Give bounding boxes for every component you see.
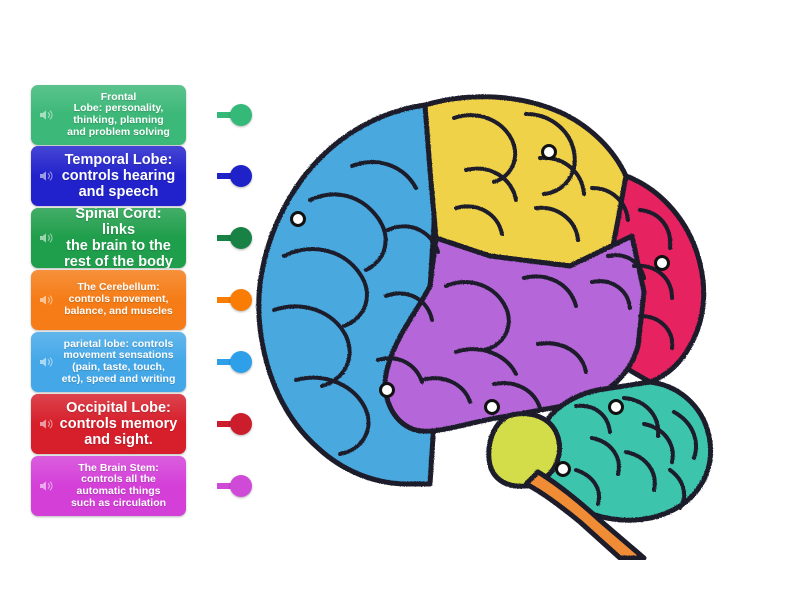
- connector-knob-occipital-lobe[interactable]: [230, 413, 252, 435]
- label-row-temporal-lobe[interactable]: Temporal Lobe: controls hearing and spee…: [31, 146, 252, 206]
- speaker-icon[interactable]: [38, 416, 54, 432]
- label-text-brain-stem: The Brain Stem: controls all the automat…: [70, 461, 167, 509]
- label-row-occipital-lobe[interactable]: Occipital Lobe: controls memory and sigh…: [31, 394, 252, 454]
- label-text-frontal-lobe: Frontal Lobe: personality, thinking, pla…: [67, 90, 170, 138]
- speaker-icon[interactable]: [38, 230, 54, 246]
- speaker-icon[interactable]: [38, 107, 54, 123]
- speaker-icon[interactable]: [38, 168, 54, 184]
- marker-pons[interactable]: [484, 399, 500, 415]
- label-box-brain-stem[interactable]: The Brain Stem: controls all the automat…: [31, 456, 186, 516]
- speaker-glyph: [40, 233, 53, 243]
- speaker-glyph: [40, 481, 53, 491]
- label-row-brain-stem[interactable]: The Brain Stem: controls all the automat…: [31, 456, 252, 516]
- connector-knob-cerebellum[interactable]: [230, 289, 252, 311]
- marker-occipital[interactable]: [654, 255, 670, 271]
- region-parietal: [422, 94, 635, 269]
- speaker-icon[interactable]: [38, 478, 54, 494]
- connector-line-occipital-lobe: [217, 421, 237, 427]
- label-box-cerebellum[interactable]: The Cerebellum: controls movement, balan…: [31, 270, 186, 330]
- speaker-glyph: [40, 357, 53, 367]
- label-text-spinal-cord: Spinal Cord: links the brain to the rest…: [64, 208, 173, 268]
- label-box-spinal-cord[interactable]: Spinal Cord: links the brain to the rest…: [31, 208, 186, 268]
- marker-parietal[interactable]: [541, 144, 557, 160]
- connector-line-frontal-lobe: [217, 112, 237, 118]
- marker-temporal[interactable]: [379, 382, 395, 398]
- region-pons: [486, 411, 562, 489]
- marker-cerebellum[interactable]: [608, 399, 624, 415]
- label-box-parietal-lobe[interactable]: parietal lobe: controls movement sensati…: [31, 332, 186, 392]
- connector-knob-spinal-cord[interactable]: [230, 227, 252, 249]
- speaker-icon[interactable]: [38, 292, 54, 308]
- label-row-spinal-cord[interactable]: Spinal Cord: links the brain to the rest…: [31, 208, 252, 268]
- brain-svg: [256, 94, 714, 560]
- connector-line-cerebellum: [217, 297, 237, 303]
- brain-regions-group: [256, 94, 714, 560]
- speaker-glyph: [40, 419, 53, 429]
- region-brainstem: [523, 469, 647, 560]
- label-row-frontal-lobe[interactable]: Frontal Lobe: personality, thinking, pla…: [31, 85, 252, 145]
- connector-knob-parietal-lobe[interactable]: [230, 351, 252, 373]
- connector-line-temporal-lobe: [217, 173, 237, 179]
- connector-line-brain-stem: [217, 483, 237, 489]
- speaker-glyph: [40, 110, 53, 120]
- connector-knob-frontal-lobe[interactable]: [230, 104, 252, 126]
- brain-folds: [272, 112, 698, 510]
- connector-line-spinal-cord: [217, 235, 237, 241]
- connector-knob-temporal-lobe[interactable]: [230, 165, 252, 187]
- label-text-occipital-lobe: Occipital Lobe: controls memory and sigh…: [59, 399, 178, 449]
- label-text-cerebellum: The Cerebellum: controls movement, balan…: [64, 281, 173, 317]
- label-row-cerebellum[interactable]: The Cerebellum: controls movement, balan…: [31, 270, 252, 330]
- label-box-frontal-lobe[interactable]: Frontal Lobe: personality, thinking, pla…: [31, 85, 186, 145]
- marker-frontal[interactable]: [290, 211, 306, 227]
- label-row-parietal-lobe[interactable]: parietal lobe: controls movement sensati…: [31, 332, 252, 392]
- connector-line-parietal-lobe: [217, 359, 237, 365]
- label-box-occipital-lobe[interactable]: Occipital Lobe: controls memory and sigh…: [31, 394, 186, 454]
- marker-brainstem[interactable]: [555, 461, 571, 477]
- label-text-temporal-lobe: Temporal Lobe: controls hearing and spee…: [61, 151, 176, 201]
- label-box-temporal-lobe[interactable]: Temporal Lobe: controls hearing and spee…: [31, 146, 186, 206]
- speaker-glyph: [40, 171, 53, 181]
- label-text-parietal-lobe: parietal lobe: controls movement sensati…: [61, 337, 176, 385]
- brain-diagram-image: [240, 60, 740, 560]
- speaker-glyph: [40, 295, 53, 305]
- speaker-icon[interactable]: [38, 354, 54, 370]
- connector-knob-brain-stem[interactable]: [230, 475, 252, 497]
